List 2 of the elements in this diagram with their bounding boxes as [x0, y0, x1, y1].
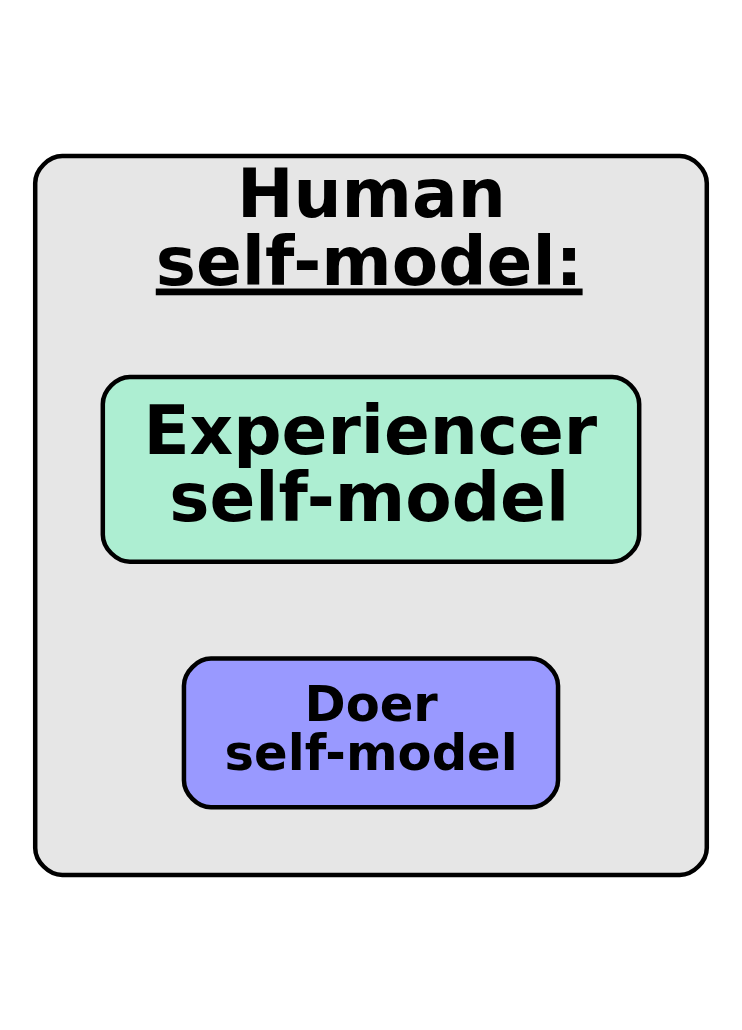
- node-box: Experiencer self-model: [100, 374, 642, 564]
- node-box: Doer self-model: [181, 655, 561, 810]
